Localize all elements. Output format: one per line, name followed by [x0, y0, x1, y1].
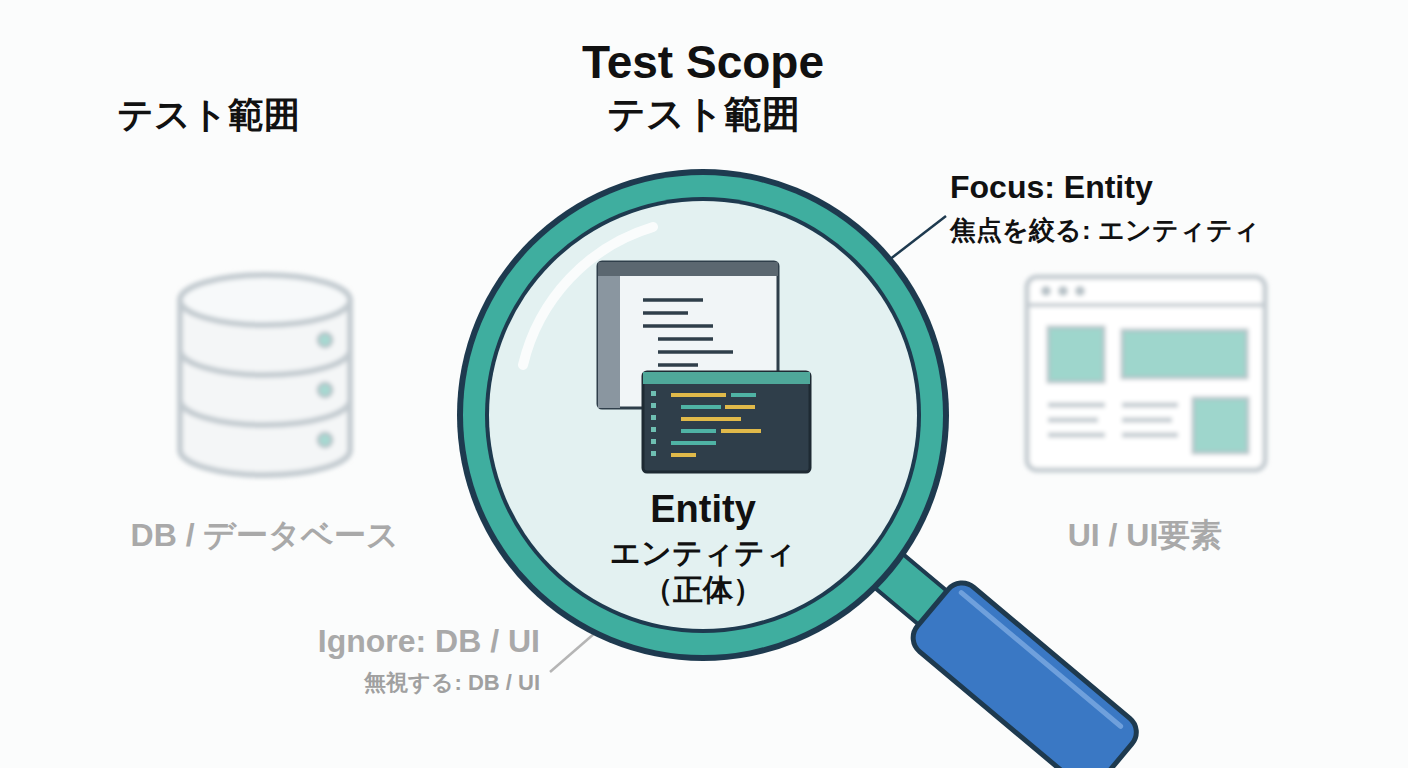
- lens-node: Entity エンティティ（正体）: [453, 165, 953, 665]
- icon-label: DB / データベース: [131, 517, 400, 554]
- node-text: （正体）: [453, 573, 953, 608]
- database-icon: [180, 275, 350, 475]
- subtitle-label: テスト範囲: [607, 93, 800, 137]
- code-window: [643, 372, 810, 472]
- title: Test Scope: [582, 36, 824, 89]
- ui-window-icon: [1027, 277, 1265, 470]
- heading-label: テスト範囲: [117, 94, 300, 135]
- callout-label: Ignore: DB / UI: [318, 623, 540, 660]
- node-text: エンティティ: [453, 536, 953, 571]
- callout-label: Focus: Entity: [950, 169, 1153, 206]
- node-title: Entity: [453, 488, 953, 532]
- callout-label: 焦点を絞る: エンティティ: [950, 216, 1260, 246]
- magnifier-handle: [857, 535, 1144, 768]
- icon-label: UI / UI要素: [1068, 517, 1223, 554]
- callout-label: 無視する: DB / UI: [364, 670, 540, 695]
